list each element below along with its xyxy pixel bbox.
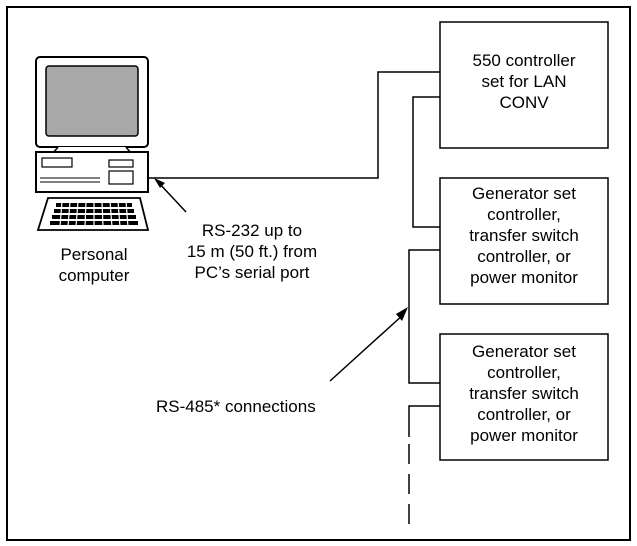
rs232-label-line-1: RS-232 up to <box>201 221 303 240</box>
rs485-segment-3 <box>408 405 440 437</box>
device-box-2-line-3: transfer switch <box>469 384 579 403</box>
rs232-arrowhead <box>154 178 165 188</box>
device-box-1 <box>439 177 609 305</box>
outer-border <box>6 6 631 541</box>
device-box-1-line-3: transfer switch <box>469 226 579 245</box>
rs232-label-line-2: 15 m (50 ft.) from <box>186 242 318 261</box>
device-box-1-text: Generator set controller, transfer switc… <box>440 183 608 288</box>
device-box-2-line-5: power monitor <box>470 426 578 445</box>
device-box-1-line-2: controller, <box>487 205 561 224</box>
controller-box-line-2: set for LAN <box>481 72 567 91</box>
device-box-1-line-5: power monitor <box>470 268 578 287</box>
controller-box <box>439 21 609 149</box>
device-box-2-line-2: controller, <box>487 363 561 382</box>
device-box-2-line-4: controller, or <box>477 405 571 424</box>
rs232-label: RS-232 up to 15 m (50 ft.) from PC’s ser… <box>172 220 332 283</box>
personal-computer-icon <box>35 56 150 231</box>
rs485-arrowhead <box>396 307 408 321</box>
rs485-segment-1 <box>412 96 440 228</box>
computer-label-line-2: computer <box>58 266 130 285</box>
device-box-1-line-1: Generator set <box>472 184 576 203</box>
rs485-segment-2 <box>408 249 440 384</box>
device-box-2-line-1: Generator set <box>472 342 576 361</box>
controller-box-line-1: 550 controller <box>472 51 576 70</box>
device-box-1-line-4: controller, or <box>477 247 571 266</box>
computer-label: Personal computer <box>52 244 136 286</box>
rs232-pointer-arrow <box>157 181 187 213</box>
rs232-connection-line <box>148 71 440 179</box>
controller-box-line-3: CONV <box>499 93 549 112</box>
rs232-label-line-3: PC’s serial port <box>194 263 310 282</box>
device-box-2 <box>439 333 609 461</box>
controller-box-text: 550 controller set for LAN CONV <box>440 50 608 113</box>
computer-label-line-1: Personal <box>60 245 128 264</box>
device-box-2-text: Generator set controller, transfer switc… <box>440 341 608 446</box>
rs485-pointer-arrow <box>329 313 405 382</box>
rs485-label: RS-485* connections <box>156 397 316 416</box>
